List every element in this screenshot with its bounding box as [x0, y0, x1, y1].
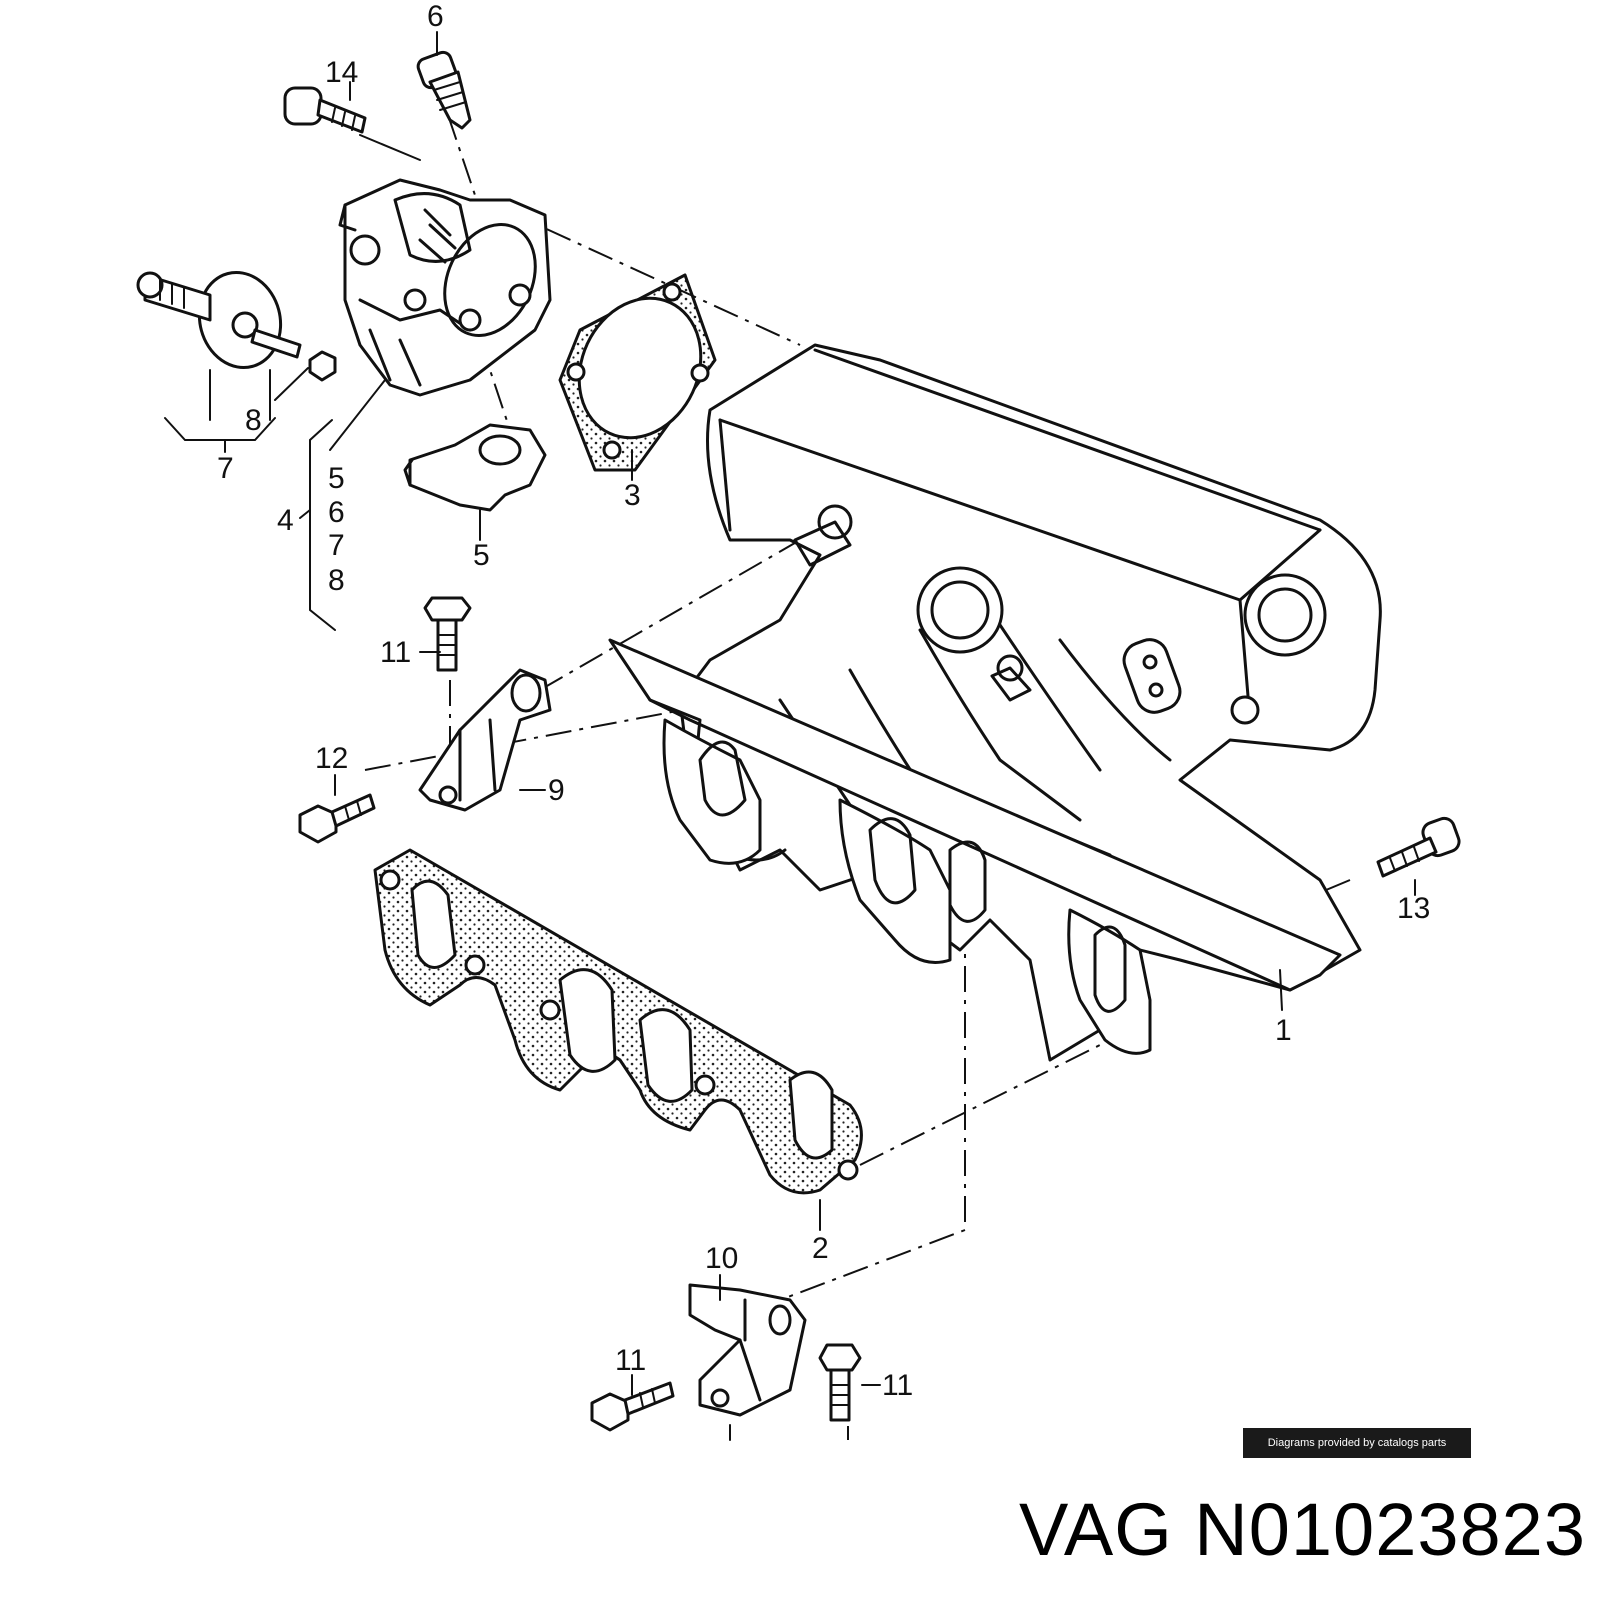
callout-numbers: 6 14 8 7 5 4 6 7 8 3 5 11 12 9 13 1 2 10…: [217, 0, 1430, 1402]
callout-6-top: 6: [427, 0, 444, 33]
bolt-11-upper: [423, 596, 472, 672]
callout-11-upper: 11: [380, 636, 411, 669]
callout-14: 14: [325, 56, 358, 89]
callout-9: 9: [548, 774, 565, 807]
manifold-gasket: [373, 848, 863, 1195]
callout-4: 4: [277, 504, 294, 537]
callout-8-left: 8: [245, 404, 262, 437]
callout-11-lower-left: 11: [615, 1344, 646, 1377]
watermark-banner: Diagrams provided by catalogs parts: [1243, 1428, 1471, 1458]
callout-8-group: 8: [328, 564, 345, 597]
callout-2: 2: [812, 1232, 829, 1265]
callout-6-group: 6: [328, 496, 345, 529]
callout-11-lower-right: 11: [882, 1369, 913, 1402]
bracket-bottom: [688, 1283, 807, 1417]
callout-10: 10: [705, 1242, 738, 1275]
manifold-flange-ports: [662, 718, 1152, 1055]
bolt-11-lower-left: [590, 1381, 675, 1432]
throttle-body-gasket: [558, 273, 717, 472]
bracket-middle: [418, 668, 552, 812]
part-number-label: VAG N01023823: [1018, 1488, 1586, 1571]
bolt-11-lower-right: [818, 1343, 862, 1422]
screw-top: [416, 50, 472, 130]
callout-7-left: 7: [217, 452, 234, 485]
callout-13: 13: [1397, 892, 1430, 925]
callout-7-group: 7: [328, 529, 345, 562]
throttle-position-sensor: [403, 423, 547, 512]
idle-actuator: [136, 270, 302, 370]
intake-manifold: [608, 343, 1382, 1062]
callout-12: 12: [315, 742, 348, 775]
bolt-12: [298, 793, 376, 844]
bolt-top-left: [283, 86, 367, 134]
callout-3: 3: [624, 479, 641, 512]
nut: [308, 350, 337, 382]
callout-5-group: 5: [328, 462, 345, 495]
bolt-13: [1376, 816, 1461, 878]
callout-5-sensor: 5: [473, 539, 490, 572]
leader-lines: [164, 31, 1416, 1441]
throttle-body: [338, 178, 552, 397]
callout-1: 1: [1275, 1014, 1292, 1047]
